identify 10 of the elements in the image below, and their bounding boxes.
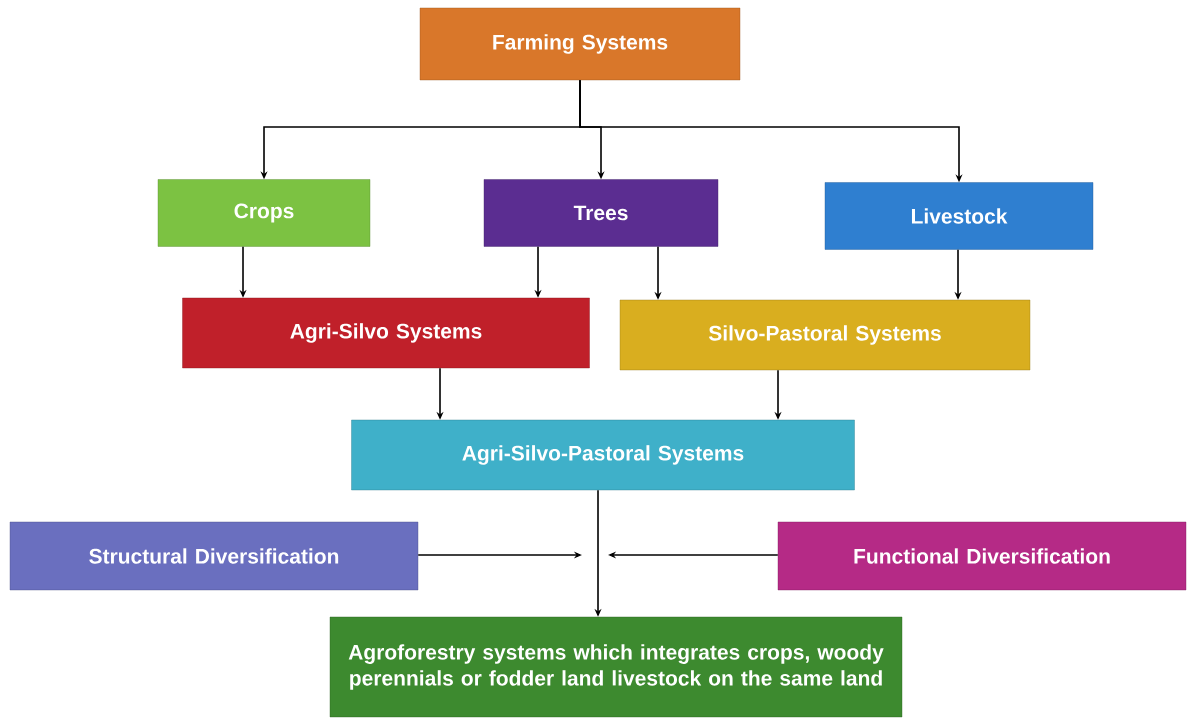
process-box: Agri-Silvo Systems [182,297,590,369]
process-box: Agri-Silvo-Pastoral Systems [351,419,855,491]
process-box: Functional Diversification [777,521,1187,591]
process-box: Structural Diversification [9,521,419,591]
process-box: Crops [157,179,371,247]
process-box: Farming Systems [419,7,741,81]
process-box: Trees [483,179,719,247]
process-box: Silvo-Pastoral Systems [619,299,1031,371]
process-box: Livestock [824,182,1094,250]
process-box: Agroforestry systems which integrates crops, woody perennials or fodder land livestock on the same land [329,616,903,718]
